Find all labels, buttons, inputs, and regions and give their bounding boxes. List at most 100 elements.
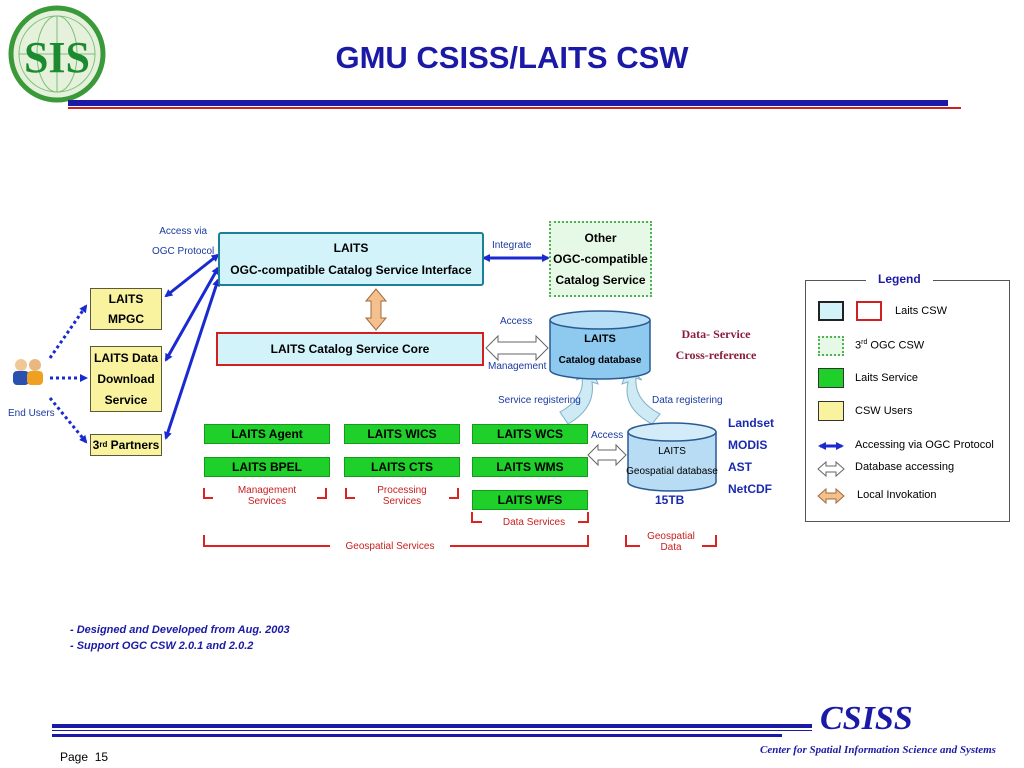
page-number: Page 15 xyxy=(60,750,108,764)
logo-text: SIS xyxy=(24,33,90,82)
geo-db-line: Geospatial database xyxy=(626,466,718,477)
dataset-ast: AST xyxy=(728,460,752,474)
legend-title: Legend xyxy=(866,272,933,286)
legend-ogc-text: OGC CSW xyxy=(867,339,925,352)
legend-db-accessing: Database accessing xyxy=(855,461,955,473)
sis-logo: SIS xyxy=(4,4,110,104)
access-via-label: Access via OGC Protocol xyxy=(152,222,214,262)
legend-local: Local Invokation xyxy=(857,489,937,501)
processing-services-label: Processing Services xyxy=(360,485,444,507)
download-service-box: LAITS Data Download Service xyxy=(90,346,162,412)
integrate-label: Integrate xyxy=(492,240,532,251)
service-laits-agent: LAITS Agent xyxy=(204,424,330,444)
legend-ogc-text: 3 xyxy=(855,339,862,352)
access-label: Access xyxy=(500,316,533,327)
service-laits-cts: LAITS CTS xyxy=(344,457,460,477)
cross-reference-line: Cross-reference xyxy=(675,348,757,362)
footer-brand: CSISS xyxy=(820,700,913,737)
geospatial-services-label: Geospatial Services xyxy=(345,541,435,552)
mpgc-line: LAITS xyxy=(108,292,144,306)
page-value: 15 xyxy=(94,750,109,764)
note-line: - Designed and Developed from Aug. 2003 xyxy=(70,624,290,636)
catalog-db-label: LAITS Catalog database xyxy=(548,328,652,372)
notes: - Designed and Developed from Aug. 2003 … xyxy=(70,622,290,654)
legend-ogc-csw: 3rd OGC CSW xyxy=(855,339,924,352)
ogc-access-arrow xyxy=(164,266,220,362)
db-access-arrow xyxy=(485,334,549,362)
footer-divider-thin xyxy=(52,730,812,731)
service-laits-wfs: LAITS WFS xyxy=(472,490,588,510)
management-line: Management xyxy=(237,485,297,496)
user-access-arrow xyxy=(48,304,88,359)
geo-data-line: Geospatial xyxy=(647,531,695,542)
footer-divider xyxy=(52,724,812,728)
service-registering-label: Service registering xyxy=(498,395,581,406)
footer-divider-lower xyxy=(52,734,782,737)
download-line: LAITS Data xyxy=(93,350,158,365)
data-registering-label: Data registering xyxy=(652,395,723,406)
processing-line: Processing xyxy=(377,485,427,496)
other-catalog-line: Catalog Service xyxy=(555,272,646,287)
access-via-line: OGC Protocol xyxy=(152,246,215,257)
csw-interface-line: LAITS xyxy=(333,241,369,255)
service-laits-wics: LAITS WICS xyxy=(344,424,460,444)
database-icon xyxy=(549,310,651,380)
management-label: Management xyxy=(488,361,547,372)
footer-subtitle: Center for Spatial Information Science a… xyxy=(760,744,996,756)
access-label-geo: Access xyxy=(591,430,624,441)
legend-swatch-users xyxy=(818,401,844,421)
csw-interface-line: OGC-compatible Catalog Service Interface xyxy=(230,263,472,277)
download-line: Download xyxy=(97,371,155,386)
mpgc-box: LAITS MPGC xyxy=(90,288,162,330)
access-via-line: Access via xyxy=(159,226,208,237)
service-laits-wcs: LAITS WCS xyxy=(472,424,588,444)
top-divider-accent xyxy=(68,107,961,109)
dataset-landset: Landset xyxy=(728,416,775,430)
catalog-core-box: LAITS Catalog Service Core xyxy=(216,332,484,366)
note-line: - Support OGC CSW 2.0.1 and 2.0.2 xyxy=(70,640,254,652)
legend-swatch-ogc xyxy=(818,336,844,356)
legend-swatch-csw xyxy=(818,301,844,321)
cross-reference-label: Data- Service Cross-reference xyxy=(664,324,768,366)
top-divider xyxy=(68,100,948,106)
other-catalog-box: Other OGC-compatible Catalog Service xyxy=(549,221,652,297)
geospatial-data-label: Geospatial Data xyxy=(640,531,702,553)
csw-interface-box: LAITS OGC-compatible Catalog Service Int… xyxy=(218,232,484,286)
database-icon xyxy=(627,422,717,492)
page-label: Page xyxy=(60,750,89,764)
cross-reference-line: Data- Service xyxy=(681,327,751,341)
management-services-label: Management Services xyxy=(224,485,310,507)
partners-sup: rd xyxy=(99,440,108,449)
globe-logo-icon: SIS xyxy=(8,5,106,103)
geospatial-database: LAITS Geospatial database xyxy=(626,422,718,492)
legend-csw-users: CSW Users xyxy=(855,405,913,417)
dataset-netcdf: NetCDF xyxy=(728,482,772,496)
geo-db-label: LAITS Geospatial database xyxy=(626,442,718,482)
group-brackets xyxy=(203,488,717,547)
mpgc-line: MPGC xyxy=(108,312,144,326)
legend-laits-csw: Laits CSW xyxy=(895,305,947,317)
other-catalog-line: OGC-compatible xyxy=(553,251,648,266)
geo-db-line: LAITS xyxy=(658,446,686,457)
legend-swatch-core xyxy=(856,301,882,321)
catalog-database: LAITS Catalog database xyxy=(548,310,652,380)
legend-accessing: Accessing via OGC Protocol xyxy=(855,439,994,451)
other-catalog-line: Other xyxy=(584,230,617,245)
user-access-arrow xyxy=(48,397,88,444)
page-title: GMU CSISS/LAITS CSW xyxy=(335,40,689,75)
service-laits-bpel: LAITS BPEL xyxy=(204,457,330,477)
dataset-modis: MODIS xyxy=(728,438,768,452)
data-services-label: Data Services xyxy=(502,517,566,528)
local-invocation-arrow xyxy=(364,288,388,331)
management-line: Services xyxy=(247,496,287,507)
legend-laits-service: Laits Service xyxy=(855,372,918,384)
catalog-db-line: Catalog database xyxy=(558,355,642,366)
catalog-db-line: LAITS xyxy=(584,333,616,345)
end-users-label: End Users xyxy=(8,408,55,419)
geo-data-line: Data xyxy=(660,542,682,553)
legend-swatch-service xyxy=(818,368,844,388)
db-access-arrow xyxy=(587,443,627,467)
legend-ogc-sup: rd xyxy=(861,339,868,346)
